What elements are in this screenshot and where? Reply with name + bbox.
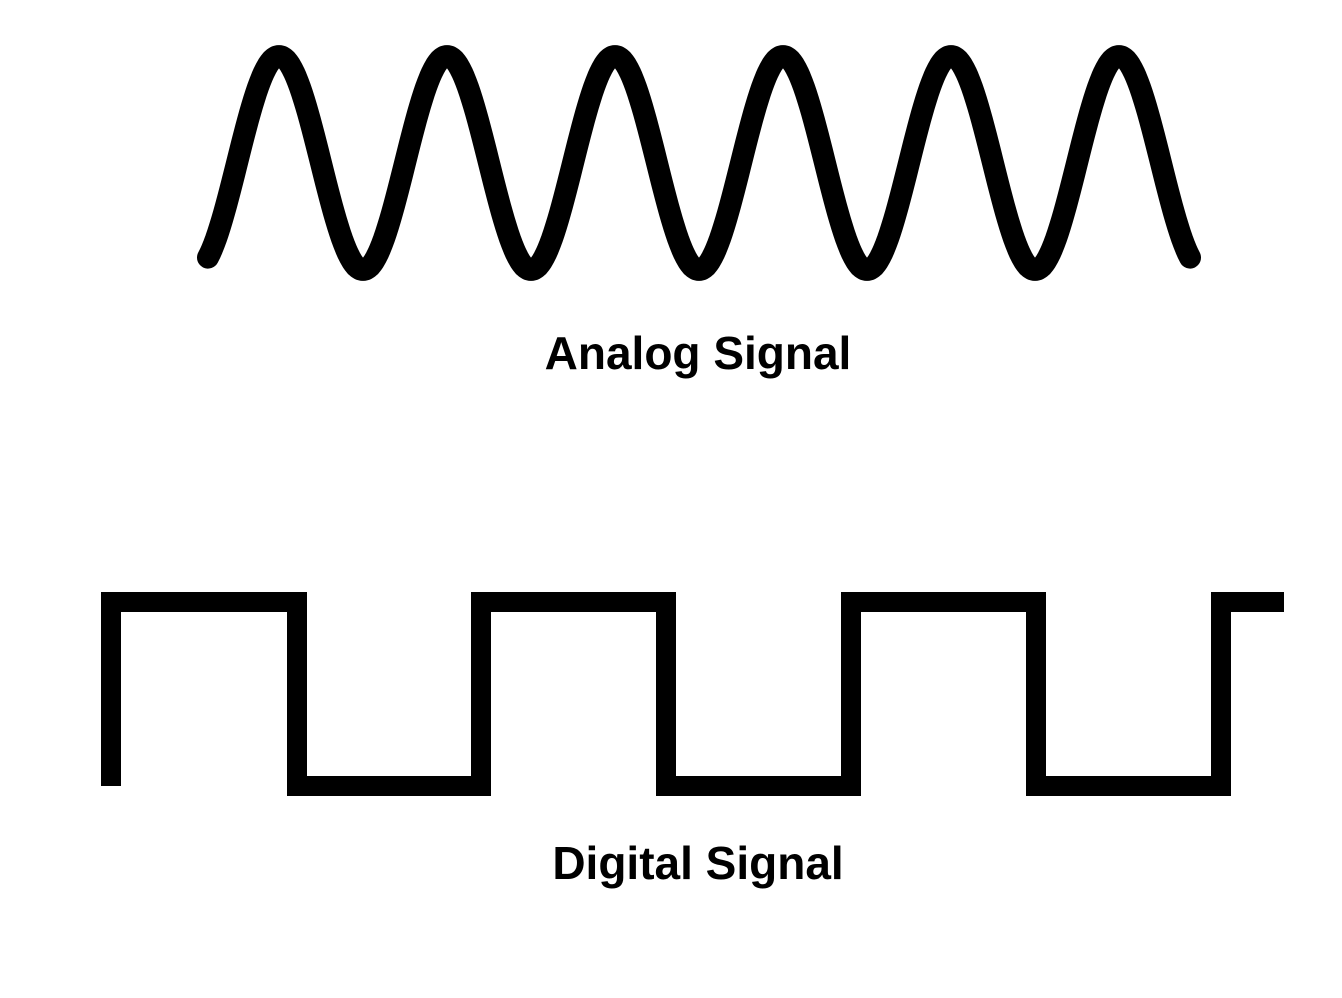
- digital-signal-label: Digital Signal: [552, 837, 844, 889]
- digital-square-wave: [101, 592, 1284, 796]
- analog-signal-label: Analog Signal: [544, 327, 852, 379]
- analog-sine-wave: [197, 45, 1201, 281]
